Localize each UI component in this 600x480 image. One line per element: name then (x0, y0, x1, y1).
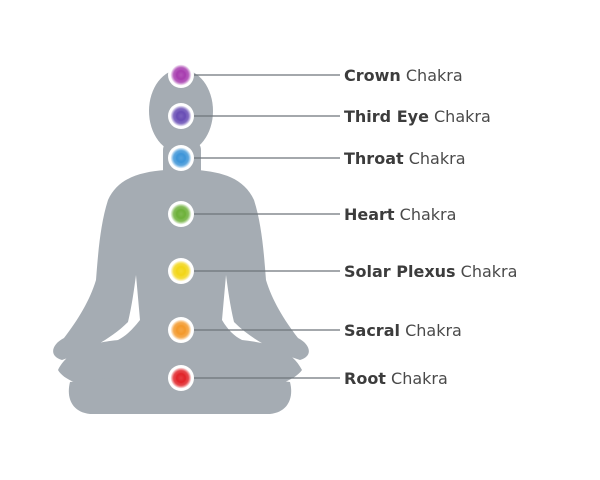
chakra-label: Heart Chakra (344, 205, 456, 224)
chakra-core (176, 209, 186, 219)
chakra-suffix: Chakra (456, 262, 518, 281)
chakra-suffix: Chakra (401, 66, 463, 85)
chakra-item: Throat Chakra (168, 145, 466, 171)
chakra-suffix: Chakra (386, 369, 448, 388)
chakra-name: Root (344, 369, 386, 388)
chakra-core (176, 266, 186, 276)
chakra-name: Sacral (344, 321, 400, 340)
chakra-label: Crown Chakra (344, 66, 463, 85)
chakra-item: Solar Plexus Chakra (168, 258, 517, 284)
chakra-suffix: Chakra (404, 149, 466, 168)
chakra-item: Sacral Chakra (168, 317, 462, 343)
chakra-label: Third Eye Chakra (344, 107, 491, 126)
chakra-name: Third Eye (344, 107, 429, 126)
chakra-suffix: Chakra (395, 205, 457, 224)
chakra-suffix: Chakra (429, 107, 491, 126)
chakra-name: Crown (344, 66, 401, 85)
chakra-core (176, 70, 186, 80)
chakra-core (176, 153, 186, 163)
chakra-item: Root Chakra (168, 365, 448, 391)
chakra-label: Solar Plexus Chakra (344, 262, 517, 281)
chakra-core (176, 325, 186, 335)
chakra-item: Crown Chakra (168, 62, 463, 88)
chakra-core (176, 373, 186, 383)
chakra-name: Heart (344, 205, 395, 224)
chakra-label: Root Chakra (344, 369, 448, 388)
chakra-name: Solar Plexus (344, 262, 456, 281)
chakra-item: Third Eye Chakra (168, 103, 491, 129)
figure-legs (68, 376, 292, 414)
chakra-suffix: Chakra (400, 321, 462, 340)
chakra-label: Sacral Chakra (344, 321, 462, 340)
chakra-item: Heart Chakra (168, 201, 456, 227)
chakra-label: Throat Chakra (344, 149, 466, 168)
chakra-name: Throat (344, 149, 404, 168)
chakra-core (176, 111, 186, 121)
